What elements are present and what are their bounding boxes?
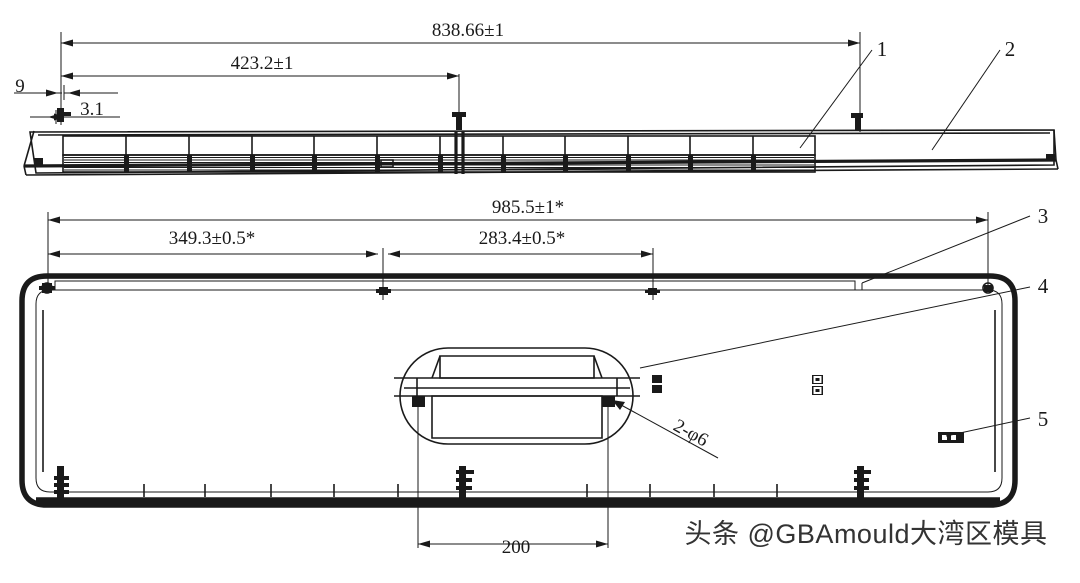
dim-985-label: 985.5±1* (492, 197, 564, 218)
louvre-dividers (125, 136, 754, 155)
dim-3p1-label: 3.1 (80, 99, 104, 120)
callout-2-phi6-label: 2-φ6 (670, 415, 712, 451)
fastener-right (645, 288, 660, 295)
plan-inner-outline (35, 289, 1003, 493)
bracket-right (854, 466, 871, 500)
panel-outer-profile-inner (37, 132, 1051, 136)
louvre-divider-nodes (124, 155, 756, 172)
balloon-4-label: 4 (1038, 274, 1049, 298)
hole-phi6-left (412, 396, 425, 407)
fastener-pair-oval-edge (652, 375, 662, 393)
bracket-left (54, 466, 69, 500)
top-rail (40, 275, 990, 291)
panel-right-edge (1053, 129, 1057, 161)
bottom-rail (36, 466, 1000, 507)
center-oval-detail (394, 347, 640, 548)
panel-bottom-right-cap (1055, 159, 1059, 170)
leader-2 (931, 49, 1001, 151)
leader-5 (945, 417, 1031, 437)
plan-outer-outline (19, 273, 1018, 508)
panel-left-taper (23, 130, 35, 167)
bracket-center (456, 466, 474, 500)
right-end-post (851, 113, 863, 131)
dimension-3p1 (30, 89, 120, 124)
dim-283-label: 283.4±0.5* (479, 228, 565, 249)
dim-200-label: 200 (502, 537, 531, 558)
balloon-5-label: 5 (1038, 407, 1049, 431)
dimension-200 (418, 540, 608, 548)
text-layer: 838.66±1 423.2±1 9 3.1 1 2 985.5±1* 349.… (15, 20, 1049, 558)
right-corner-tab (1046, 154, 1055, 161)
panel-bottom-left-cap (23, 165, 27, 176)
fastener-corner-left (41, 282, 53, 294)
balloon-2-label: 2 (1005, 37, 1016, 61)
left-end-post (57, 108, 71, 122)
dim-423-label: 423.2±1 (231, 53, 294, 74)
fastener-mid (376, 287, 391, 295)
dimension-423 (61, 72, 460, 123)
left-corner-tab (34, 158, 43, 165)
bottom-rail-ticks (143, 484, 778, 497)
top-view-group (14, 32, 1059, 176)
dim-349-label: 349.3±0.5* (169, 228, 255, 249)
dim-838-label: 838.66±1 (432, 20, 504, 41)
hole-phi6-right (602, 396, 615, 407)
leader-3 (861, 215, 1031, 284)
clip-element-5 (938, 432, 964, 443)
fastener-corner-right (982, 282, 994, 294)
balloon-3-label: 3 (1038, 204, 1049, 228)
bottom-view-group (19, 212, 1031, 548)
center-post (452, 112, 466, 130)
dim-9-label: 9 (15, 76, 25, 97)
fastener-pair-right-of-oval (812, 375, 823, 395)
fastener-left (39, 283, 55, 293)
watermark-text: 头条 @GBAmould大湾区模具 (685, 519, 1048, 549)
leader-4 (639, 286, 1031, 369)
dimension-985 (47, 212, 989, 292)
balloon-1-label: 1 (877, 37, 888, 61)
leader-1 (799, 49, 873, 149)
leader-2phi6 (611, 399, 719, 459)
top-rail-fasteners (39, 282, 994, 295)
louvre-block (62, 132, 816, 174)
